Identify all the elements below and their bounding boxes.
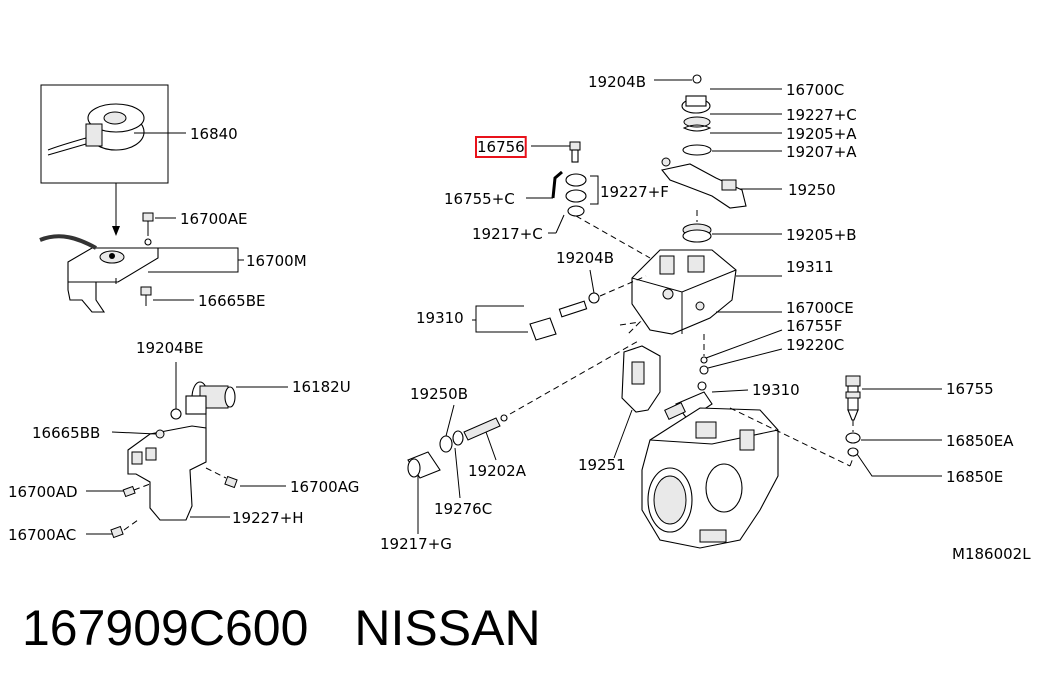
callout-19204be: 19204BE [136, 339, 204, 357]
chamber-housing-group [472, 249, 783, 375]
callout-19217-c: 19217+C [472, 225, 543, 243]
callout-19207-a: 19207+A [786, 143, 857, 161]
callout-19310: 19310 [752, 381, 800, 399]
callout-16700ae: 16700AE [180, 210, 247, 228]
callout-19204b: 19204B [556, 249, 614, 267]
callout-19220c: 19220C [786, 336, 844, 354]
callout-16840: 16840 [190, 125, 238, 143]
callout-m186002l: M186002L [952, 545, 1031, 563]
callout-19251: 19251 [578, 456, 626, 474]
injector-group [845, 375, 942, 477]
callout-16755: 16755 [946, 380, 994, 398]
callout-19205-a: 19205+A [786, 125, 857, 143]
callout-19217-g: 19217+G [380, 535, 452, 553]
callout-16700m: 16700M [246, 252, 307, 270]
chamber-cover [631, 249, 737, 335]
caption: 167909C600 NISSAN [22, 596, 541, 660]
callout-19204b: 19204B [588, 73, 646, 91]
callout-16700ag: 16700AG [290, 478, 359, 496]
throttle-lever [661, 163, 747, 209]
parts-diagram: 16840 16700AE 16700M 16665BE 19204BE 16182U 16… [8, 73, 1031, 563]
callout-16700ad: 16700AD [8, 483, 78, 501]
callout-19205-b: 19205+B [786, 226, 857, 244]
callout-16756: 16756 [477, 138, 525, 156]
callout-19250: 19250 [788, 181, 836, 199]
bracket-16700M-group [39, 212, 244, 313]
callout-19227-c: 19227+C [786, 106, 857, 124]
solenoid-bracket-group [86, 362, 288, 539]
callout-19311: 19311 [786, 258, 834, 276]
callout-16665be: 16665BE [198, 292, 266, 310]
callout-19276c: 19276C [434, 500, 492, 518]
sensor-inset-group [40, 84, 186, 236]
spring-stack-group [654, 74, 782, 243]
callout-16700ce: 16700CE [786, 299, 854, 317]
sensor-inset-box [40, 84, 169, 184]
highlight-box [475, 136, 527, 158]
brand-name: NISSAN [354, 600, 541, 656]
part-number: 167909C600 [22, 600, 309, 656]
callout-16755-c: 16755+C [444, 190, 515, 208]
throttle-body-group [641, 407, 857, 549]
fitting-16756-group [526, 141, 651, 259]
valve-assembly-group [407, 339, 641, 534]
callout-19227-h: 19227+H [232, 509, 304, 527]
callout-19202a: 19202A [468, 462, 527, 480]
callout-16700ac: 16700AC [8, 526, 76, 544]
solenoid-bracket [127, 425, 207, 521]
callout-labels: 16840 16700AE 16700M 16665BE 19204BE 16182U 16… [8, 73, 1031, 563]
callout-16850ea: 16850EA [946, 432, 1014, 450]
sensor-bracket-group [613, 345, 749, 459]
callout-16850e: 16850E [946, 468, 1003, 486]
callout-19250b: 19250B [410, 385, 468, 403]
callout-16755f: 16755F [786, 317, 842, 335]
callout-16700c: 16700C [786, 81, 844, 99]
callout-19227-f: 19227+F [600, 183, 669, 201]
callout-16182u: 16182U [292, 378, 351, 396]
callout-16665bb: 16665BB [32, 424, 100, 442]
callout-19310: 19310 [416, 309, 464, 327]
